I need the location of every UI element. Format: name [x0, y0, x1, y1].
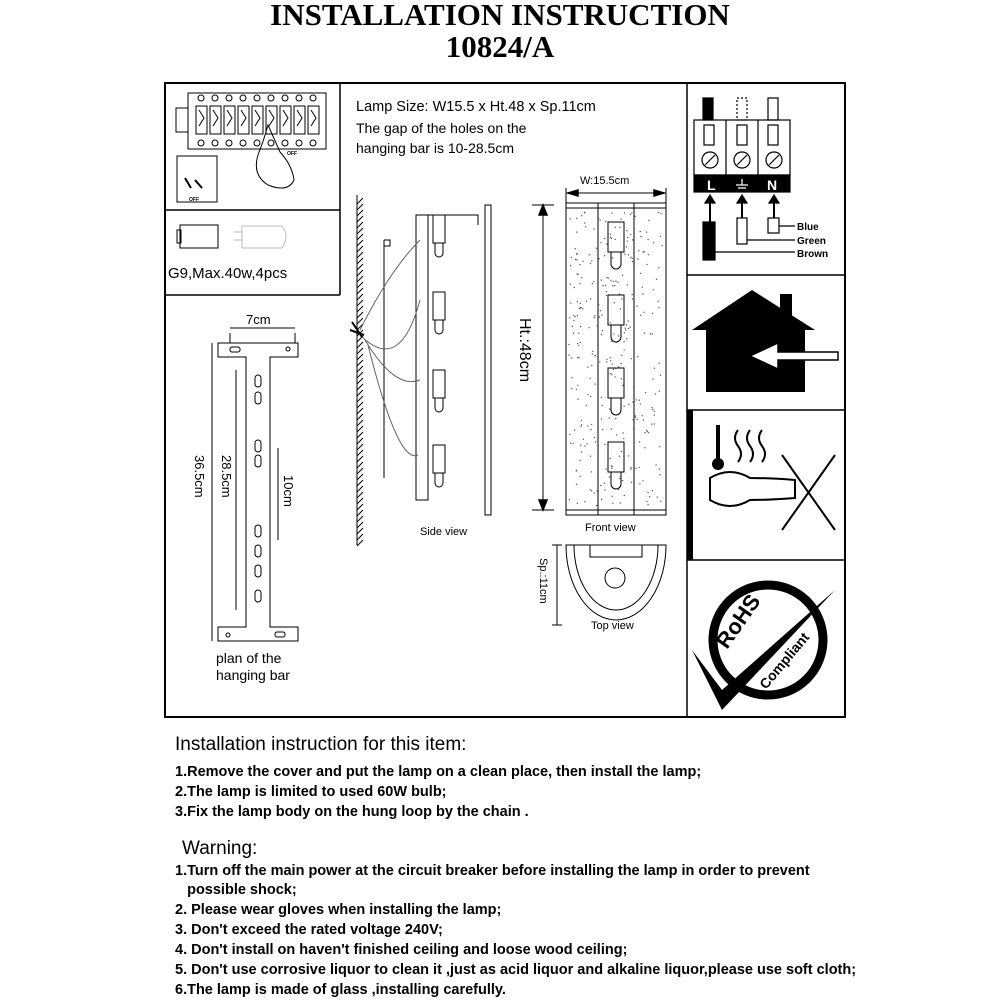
instruction-item: 2.The lamp is limited to used 60W bulb;	[175, 784, 447, 800]
bar-caption-1: plan of the	[216, 650, 282, 666]
hanging-bar-drawing	[217, 342, 299, 642]
wall-switch-icon: OFF	[176, 155, 218, 203]
wire-green: Green	[797, 236, 826, 247]
gap-text-1: The gap of the holes on the	[356, 120, 527, 136]
warning-item: possible shock;	[175, 882, 297, 898]
bulb-spec: G9,Max.40w,4pcs	[168, 265, 287, 282]
lamp-size: Lamp Size: W15.5 x Ht.48 x Sp.11cm	[356, 99, 596, 115]
gap-text-2: hanging bar is 10-28.5cm	[356, 140, 514, 156]
instruction-item: 1.Remove the cover and put the lamp on a…	[175, 764, 702, 780]
wire-blue: Blue	[797, 222, 819, 233]
wire-brown: Brown	[797, 249, 828, 260]
top-view-label: Top view	[591, 620, 634, 632]
top-view-drawing	[565, 544, 667, 621]
document-title: INSTALLATION INSTRUCTION	[270, 0, 730, 32]
switch-off-label: OFF	[189, 197, 199, 203]
indoor-use-house-icon	[692, 290, 839, 392]
warning-item: 2. Please wear gloves when installing th…	[175, 902, 502, 918]
bar-gap-max-label: 28.5cm	[219, 455, 234, 498]
hot-do-not-touch-icon	[687, 410, 836, 560]
warning-heading: Warning:	[182, 838, 258, 859]
bar-caption-2: hanging bar	[216, 667, 290, 683]
side-view-label: Side view	[420, 526, 467, 538]
warning-item: 4. Don't install on haven't finished cei…	[175, 942, 628, 958]
terminal-l: L	[707, 177, 716, 193]
terminal-n: N	[767, 177, 777, 193]
circuit-breaker-icon: OFF	[175, 92, 327, 189]
bar-width-label: 7cm	[246, 312, 271, 327]
terminal-block-icon	[693, 97, 795, 261]
warning-item: 5. Don't use corrosive liquor to clean i…	[175, 962, 857, 978]
instructions-heading: Installation instruction for this item:	[175, 734, 467, 755]
warning-item: 3. Don't exceed the rated voltage 240V;	[175, 922, 443, 938]
front-view-drawing	[565, 202, 667, 516]
bar-gap-min-label: 10cm	[281, 475, 296, 507]
diagram-frame	[164, 82, 846, 718]
bar-total-label: 36.5cm	[192, 455, 207, 498]
instruction-item: 3.Fix the lamp body on the hung loop by …	[175, 804, 529, 820]
width-label: W:15.5cm	[580, 175, 629, 187]
g9-bulb-icon	[176, 224, 287, 249]
depth-label: Sp.:11cm	[537, 558, 549, 604]
model-number: 10824/A	[445, 29, 555, 64]
side-view-drawing	[349, 195, 492, 547]
height-label: Ht.:48cm	[516, 318, 533, 382]
front-view-label: Front view	[585, 522, 636, 534]
warning-item: 1.Turn off the main power at the circuit…	[175, 863, 810, 879]
rohs-compliant-logo: RoHS Compliant	[692, 580, 835, 710]
warning-item: 6.The lamp is made of glass ,installing …	[175, 982, 506, 998]
breaker-off-label: OFF	[287, 151, 297, 157]
